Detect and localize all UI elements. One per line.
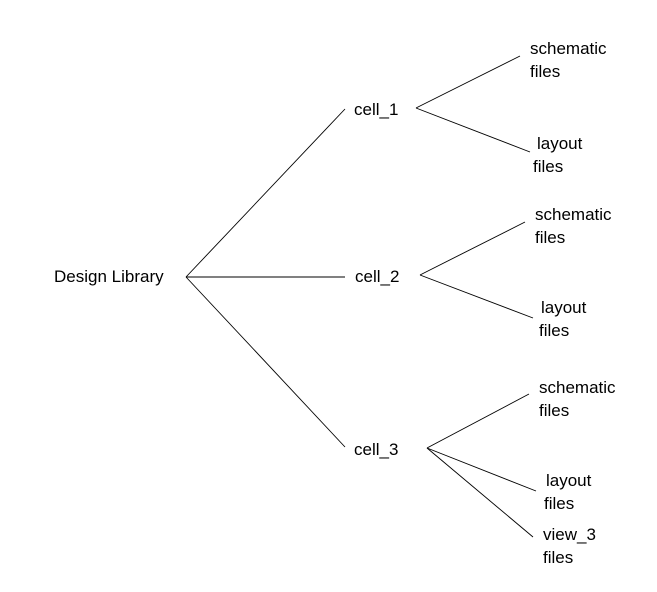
view-name: schematic — [535, 205, 612, 224]
edge-cell-3-layout — [426, 447, 537, 492]
cell-3-schematic-view-label: schematic files — [539, 376, 616, 422]
edge-cell-3-schematic — [426, 393, 530, 449]
cell-1-layout-view-label: layout files — [533, 132, 583, 178]
view-name: schematic — [539, 378, 616, 397]
view-suffix: files — [535, 228, 566, 247]
cell-2-layout-view-label: layout files — [539, 296, 587, 342]
view-suffix: files — [533, 157, 564, 176]
edge-root-cell-3 — [185, 276, 346, 448]
view-name: layout — [537, 134, 583, 153]
view-suffix: files — [539, 321, 570, 340]
cell-3-layout-view-label: layout files — [544, 469, 592, 515]
root-node-label: Design Library — [54, 267, 164, 286]
cell-1-label: cell_1 — [354, 100, 399, 119]
view-suffix: files — [543, 548, 574, 567]
view-name: layout — [541, 298, 587, 317]
view-name: layout — [546, 471, 592, 490]
edge-cell-2-layout — [419, 274, 534, 319]
cell-3-label: cell_3 — [354, 440, 399, 459]
cell-2-schematic-view-label: schematic files — [535, 203, 612, 249]
view-suffix: files — [544, 494, 575, 513]
cell-2-label: cell_2 — [355, 267, 400, 286]
view-suffix: files — [539, 401, 570, 420]
view-name: view_3 — [543, 525, 596, 544]
view-suffix: files — [530, 62, 561, 81]
edge-cell-1-layout — [415, 107, 531, 153]
edge-root-cell-1 — [185, 108, 346, 278]
edge-cell-1-schematic — [415, 55, 521, 109]
cell-3-view-3-label: view_3 files — [543, 523, 596, 569]
edge-cell-2-schematic — [419, 221, 526, 276]
cell-1-schematic-view-label: schematic files — [530, 37, 607, 83]
view-name: schematic — [530, 39, 607, 58]
edge-cell-3-view-3 — [426, 447, 534, 538]
